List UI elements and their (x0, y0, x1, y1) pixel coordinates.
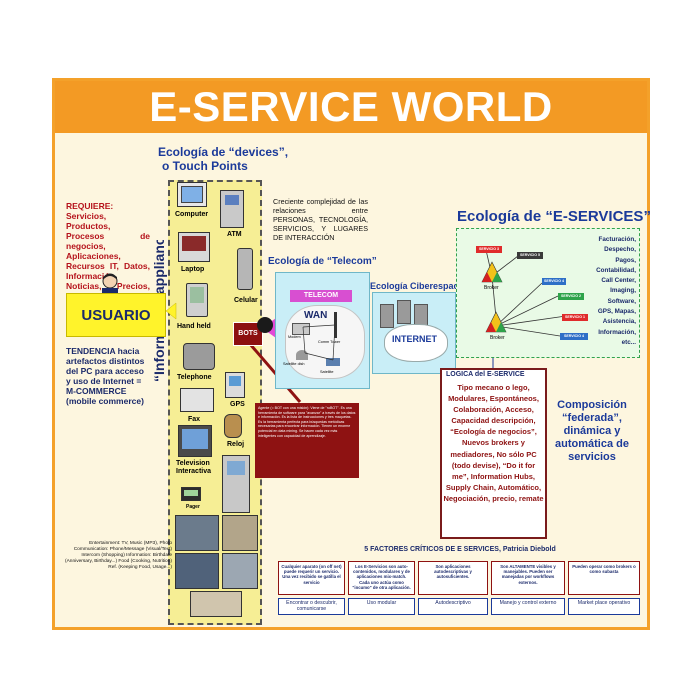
cyber-heading: Ecología Ciberespacio (370, 281, 467, 291)
logica-panel (440, 368, 547, 539)
pager-icon (181, 487, 201, 501)
telecom-cloud (285, 305, 365, 379)
eservices-network (481, 249, 567, 337)
user-avatar-icon (98, 272, 122, 296)
telecom-heading: Ecología de “Telecom” (268, 256, 377, 267)
factor-4-name: Manejo y control externo (491, 598, 565, 615)
device-label-celular: Celular (234, 297, 258, 304)
factor-3-name: Autodescriptivo (418, 598, 488, 615)
photo-keyboard (175, 515, 219, 551)
device-label-tv: Television Interactiva (176, 460, 211, 476)
bot-note: Agente (= BOT con una misión): Viene de … (255, 403, 359, 478)
comm-tower-icon (334, 312, 337, 338)
fridge-icon (222, 455, 250, 513)
servicio-tag-2: SERVICIO 2 (558, 293, 584, 300)
device-label-laptop: Laptop (181, 266, 205, 273)
broker-label-1: Broker (484, 285, 499, 291)
servicio-tag-4b: SERVICIO 4 (560, 333, 588, 340)
photo-tablet-user (222, 515, 258, 551)
arrow-usuario-to-devices (165, 302, 177, 320)
device-label-tv-line1: Television (176, 460, 210, 467)
television-screen (182, 429, 208, 449)
fridge-screen (227, 461, 245, 475)
broker-label-2: Broker (490, 335, 505, 341)
comm-tower-label: Comm Tower (318, 340, 341, 344)
factor-2-description: Los E-Servicios son auto-contenidos, mod… (348, 561, 415, 595)
gps-screen (229, 376, 241, 386)
factor-4-description: Son ALTAMENTE visibles y manejables. Pue… (491, 561, 565, 595)
servicio-tag-5a: SERVICIO 5 (517, 252, 543, 259)
mobile-phone-icon (237, 248, 253, 290)
pager-screen (184, 490, 198, 496)
bot-spider-icon (257, 317, 273, 333)
wan-label: WAN (304, 310, 328, 321)
telecom-label: TELECOM (290, 290, 352, 302)
satellite-dish-label: Satellite dish (283, 362, 305, 366)
handheld-icon (186, 283, 208, 317)
requiere-title: REQUIERE: (66, 201, 114, 211)
device-label-fax: Fax (188, 416, 201, 423)
logica-text: Tipo mecano o lego, Modulares, Espontáne… (443, 383, 544, 503)
device-label-telephone: Telephone (177, 374, 212, 381)
device-label-gps: GPS (230, 401, 245, 408)
factor-1-description: Cualquier aparato (on off net) puede req… (278, 561, 345, 595)
photo-screen-user (175, 553, 219, 589)
tendencia-text: TENDENCIA hacia artefactos distintos del… (66, 346, 145, 406)
logica-title: LOGICA del E-SERVICE (446, 371, 525, 378)
satellite-dish-icon (296, 350, 308, 360)
devices-heading-line2: o Touch Points (162, 159, 248, 173)
factor-5-name: Market place operativo (568, 598, 640, 615)
gps-icon (225, 372, 245, 398)
device-label-tv-line2: Interactiva (176, 468, 212, 475)
modem-label: Modem (288, 335, 301, 339)
devices-heading: Ecología de “devices”, o Touch Points (158, 145, 288, 173)
factor-1-name: Encontrar o descubrir, comunicarse (278, 598, 345, 615)
user-avatar-svg (102, 273, 118, 296)
device-label-handheld: Hand held (177, 323, 211, 330)
photo-car-dashboard (222, 553, 258, 589)
device-label-computer: Computer (175, 211, 209, 218)
servicio-tag-3: SERVICIO 3 (476, 246, 502, 253)
watch-icon (224, 414, 242, 438)
satellite-label: Satellite (320, 370, 334, 374)
factor-3-description: Son aplicaciones autodescriptivas y auto… (418, 561, 488, 595)
photo-device-bottom (190, 591, 242, 617)
composicion-text: Composición “federada”, dinámica y autom… (555, 399, 629, 463)
factores-title: 5 FACTORES CRÍTICOS DE E SERVICES, Patri… (364, 546, 556, 553)
servicio-tag-4a: SERVICIO 4 (542, 278, 566, 285)
internet-label: INTERNET (392, 334, 437, 344)
handheld-screen (190, 287, 204, 303)
telephone-icon (183, 343, 215, 370)
server-icon-2 (397, 300, 411, 324)
page-title: E-SERVICE WORLD (149, 83, 553, 130)
eservices-heading: Ecología de “E-SERVICES” (457, 208, 651, 225)
device-label-atm: ATM (227, 231, 242, 238)
devices-heading-line1: Ecología de “devices”, (158, 145, 289, 159)
factor-5-description: Pueden operar como brokers o como subast… (568, 561, 640, 595)
device-label-pager: Pager (186, 504, 200, 510)
atm-screen (225, 195, 239, 205)
laptop-screen (182, 236, 206, 251)
server-icon-1 (380, 304, 394, 328)
computer-icon (177, 182, 207, 207)
servicio-tag-1: SERVICIO 1 (562, 314, 588, 321)
eservices-list: Facturación, Despecho, Pagos, Contabilid… (596, 236, 636, 346)
laptop-icon (178, 232, 210, 262)
internet-cloud (384, 324, 448, 362)
entertainment-caption: Entertainment: TV, Music (MP3), Photo Co… (65, 541, 172, 570)
television-icon (178, 425, 212, 457)
usuario-box: USUARIO (66, 293, 166, 337)
fax-icon (180, 388, 214, 412)
factor-2-name: Uso modular (348, 598, 415, 615)
device-label-reloj: Reloj (227, 441, 245, 448)
complejidad-text: Creciente complejidad de las relaciones … (273, 197, 368, 242)
telecom-network-lines (302, 324, 336, 361)
title-banner (55, 81, 647, 133)
computer-screen (181, 186, 203, 203)
satellite-icon (326, 358, 340, 366)
atm-icon (220, 190, 244, 228)
modem-icon (292, 323, 310, 335)
